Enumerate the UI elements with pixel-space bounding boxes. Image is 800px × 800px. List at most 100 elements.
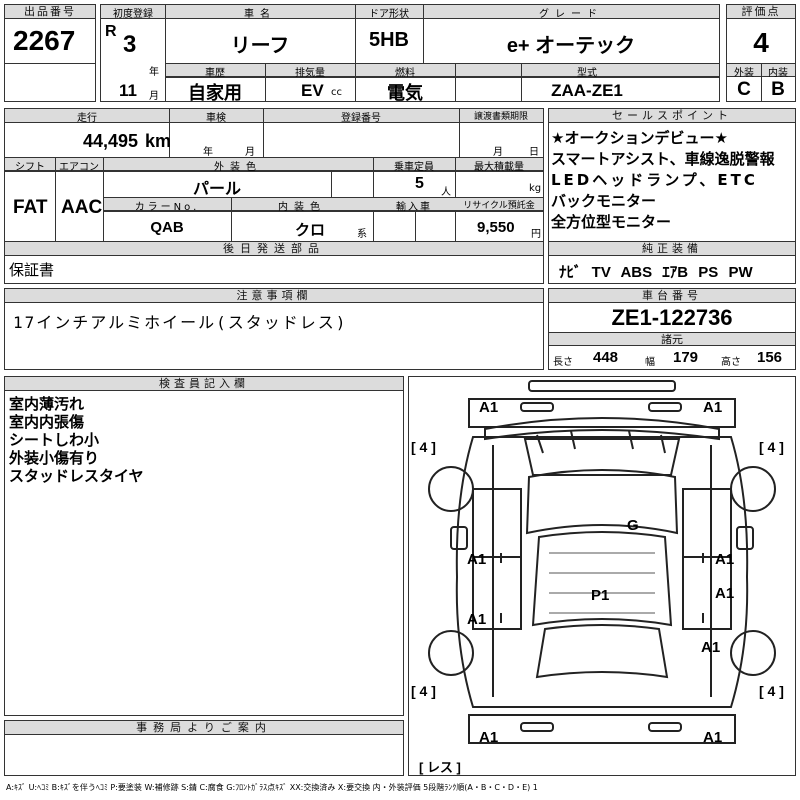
height-label: 高さ [721,357,741,368]
mileage-label: 走行 [77,113,97,124]
transfer-day-unit: 日 [529,147,539,158]
car-name-label: 車名 [244,9,276,20]
width-value: 179 [673,349,699,366]
capacity-label: 乗車定員 [394,162,434,173]
door-type: 5HB [368,29,409,51]
regno-label: 登録番号 [341,113,381,124]
lot-number: 2267 [13,25,76,56]
score-value: 4 [753,27,769,58]
damage-mark-a1-right-rear-fender: A1 [701,639,721,656]
damage-mark-a1-right-front-door: A1 [715,551,735,568]
office-box: 事務局よりご案内 [4,720,404,776]
fuel: 電気 [387,83,423,103]
ext-color-value: パール [192,181,241,198]
yen-unit: 円 [531,229,541,240]
specs-label: 諸元 [549,333,795,346]
fuel-label: 燃料 [395,68,415,79]
caution-value: 17インチアルミホイール(スタッドレス) [13,313,348,332]
transfer-label: 譲渡書類期限 [473,112,528,122]
sales-line: 全方位型モニター [551,213,672,231]
vehicle-info-box: 初度登録 車名 ドア形状 グレード R 3 年 リーフ 5HB e+ オーテック… [100,4,720,103]
ext-label: 外装 [734,68,754,79]
recycle-value: 9,550 [477,219,515,236]
caution-box: 注意事項欄 17インチアルミホイール(スタッドレス) [4,288,544,370]
caution-label: 注意事項欄 [5,289,543,303]
color-no-label: カラーNo. [134,202,200,213]
year-unit: 年 [149,67,159,78]
length-value: 448 [593,349,619,366]
int-color-unit: 系 [357,229,367,240]
chassis-box: 車台番号 ZE1-122736 諸元 長さ 448 幅 179 高さ 156 [548,288,796,370]
recycle-label: リサイクル預託金 [463,201,535,211]
displacement: EV [301,81,324,100]
cc-unit: cc [331,87,342,98]
later-parts-value: 保証書 [9,261,55,279]
inspector-box: 検査員記入欄 室内薄汚れ 室内内張傷 シートしわ小 外装小傷有り スタッドレスタ… [4,376,404,716]
car-history: 自家用 [188,83,242,103]
inspector-line: シートしわ小 [9,431,100,449]
mileage-value: 44,495 [83,131,139,151]
insp-year-unit: 年 [203,147,213,158]
reg-month: 11 [119,81,137,100]
reg-year: 3 [123,31,137,58]
color-no-value: QAB [150,219,184,236]
chassis-label: 車台番号 [549,289,795,303]
car-diagram [428,380,776,744]
tire-depth-rear-left: [ 4 ] [411,683,436,699]
history-label: 車歴 [205,68,225,79]
damage-mark-a1-rear-left: A1 [479,729,499,746]
damage-mark-a1-right-rear-door: A1 [715,585,735,602]
door-label: ドア形状 [369,9,409,20]
score-box: 評価点 4 外装 内装 C B [726,4,796,102]
lot-box: 出品番号 2267 [4,4,96,102]
aircon-value: AAC [61,197,103,218]
chassis-number: ZE1-122736 [611,305,733,330]
first-reg-label: 初度登録 [113,9,153,20]
inspector-line: 外装小傷有り [9,449,100,467]
equipment-value: ﾅﾋﾞ TV ABS ｴｱB PS PW [559,264,753,281]
grade: e+ オーテック [506,35,636,57]
model-label: 型式 [577,68,597,79]
later-parts-label: 後日発送部品 [5,242,543,256]
shift-label: シフト [15,162,45,173]
aircon-label: エアコン [59,162,99,173]
capacity-value: 5 [415,175,424,192]
sales-line: ★オークションデビュー★ [551,129,728,147]
int-label: 内装 [768,68,788,79]
ext-score: C [737,79,751,100]
damage-mark-a1-front-right: A1 [703,399,723,416]
transfer-month-unit: 月 [493,147,503,158]
ext-color-label: 外装色 [214,162,262,173]
tire-depth-rear-right: [ 4 ] [759,683,784,699]
sales-box: セールスポイント ★オークションデビュー★ スマートアシスト、車線逸脱警報 LE… [548,108,796,284]
damage-mark-a1-left-rear-door: A1 [467,611,487,628]
damage-legend: A:ｷｽﾞ U:ﾍｺﾐ B:ｷｽﾞを伴うﾍｺﾐ P:要塗装 W:補修跡 S:錆 … [6,783,538,792]
shift-value: FAT [13,197,48,218]
sales-line: スマートアシスト、車線逸脱警報 [551,150,775,168]
lot-label: 出品番号 [5,5,95,19]
inspector-line: スタッドレスタイヤ [9,467,144,485]
height-value: 156 [757,349,783,366]
inspector-line: 室内薄汚れ [9,395,85,413]
grade-label: グレード [539,9,603,20]
inspector-label: 検査員記入欄 [5,377,403,391]
damage-mark-p1-roof: P1 [591,587,610,604]
width-label: 幅 [645,357,655,368]
displacement-label: 排気量 [295,68,325,79]
insp-month-unit: 月 [245,147,255,158]
damage-mark-g-windshield: G [627,517,639,534]
model-code: ZAA-ZE1 [551,81,623,100]
km-unit: km [145,131,172,151]
tire-depth-front-right: [ 4 ] [759,439,784,455]
car-diagram-box: A1 A1 G A1 A1 A1 P1 A1 A1 A1 A1 [ 4 ] [ … [408,376,796,776]
inspector-line: 室内内張傷 [9,413,85,431]
damage-mark-a1-rear-right: A1 [703,729,723,746]
load-label: 最大積載量 [474,162,524,173]
kg-unit: kg [529,183,542,194]
damage-mark-a1-left-front-door: A1 [467,551,487,568]
era-mark: R [105,23,117,40]
length-label: 長さ [553,357,573,368]
office-label: 事務局よりご案内 [5,721,403,735]
sales-line: LEDヘッドランプ、ETC [551,171,758,189]
